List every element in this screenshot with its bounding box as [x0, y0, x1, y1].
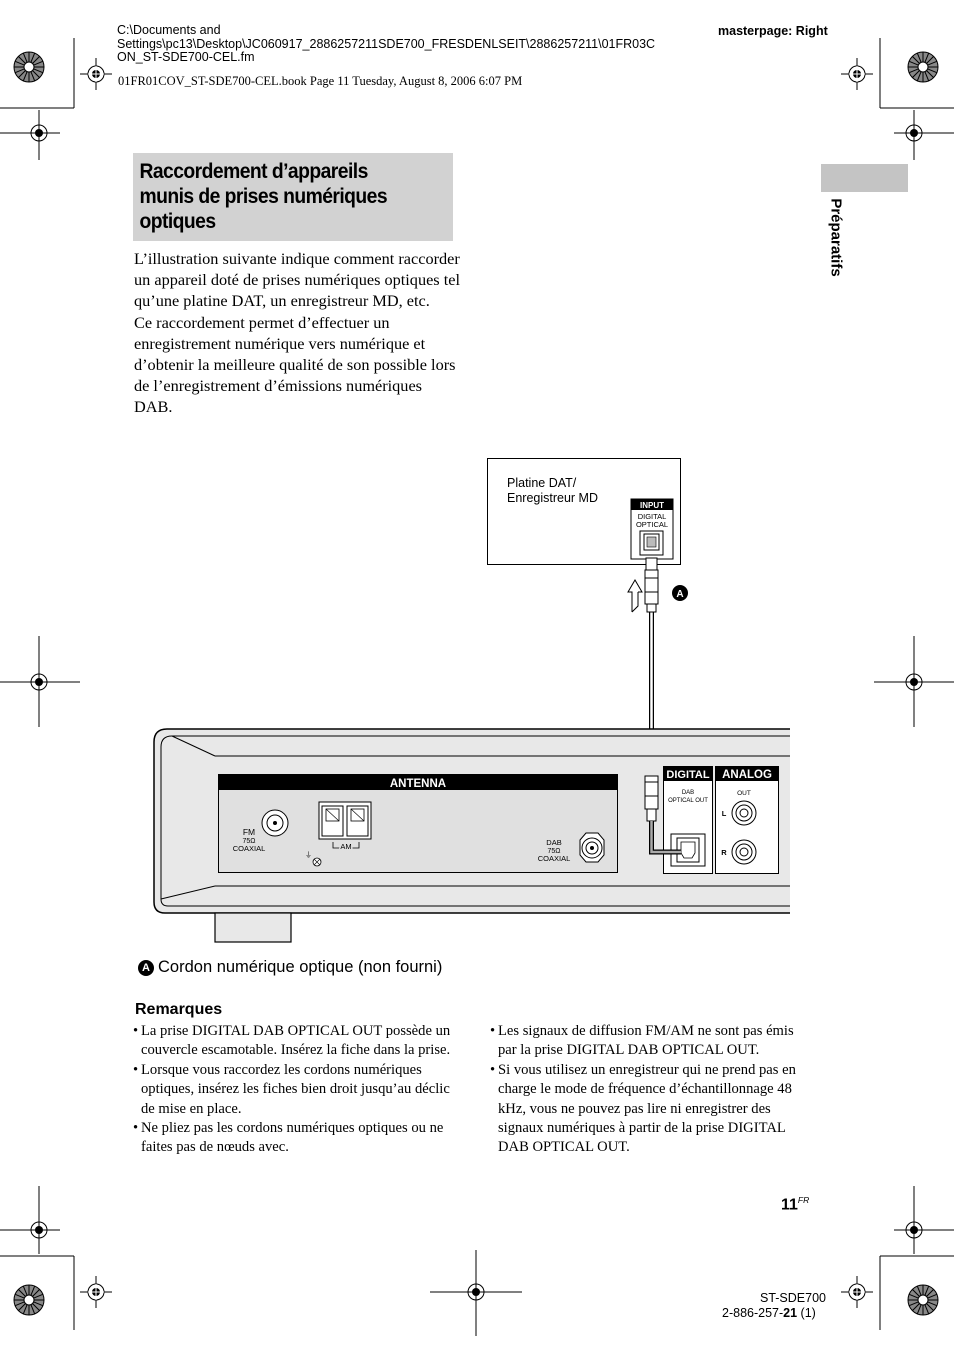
digital-label: DIGITAL [666, 769, 709, 781]
file-path: C:\Documents and Settings\pc13\Desktop\J… [117, 23, 677, 65]
file-path-line-1: C:\Documents and [117, 23, 221, 37]
analog-label: ANALOG [722, 769, 772, 781]
am-label: AM [340, 842, 351, 851]
masterpage-label: masterpage: Right [718, 24, 828, 38]
section-title-line-2: munis de prises numériques [139, 185, 388, 208]
recorder-label-line-2: Enregistreur MD [507, 491, 598, 505]
fm-ohm-label: 75Ω [242, 838, 255, 845]
document-code: 2-886-257-21 (1) [722, 1306, 816, 1320]
page-number: 11FR [781, 1195, 809, 1214]
page-number-value: 11 [781, 1196, 798, 1214]
legend-badge: A [138, 959, 154, 976]
file-path-line-3: ON_ST-SDE700-CEL.fm [117, 50, 255, 64]
recorder-label: Platine DAT/ Enregistreur MD [507, 476, 598, 506]
antenna-label: ANTENNA [390, 778, 446, 790]
remarks-left-column: La prise DIGITAL DAB OPTICAL OUT possède… [133, 1022, 455, 1158]
code-prefix: 2-886-257- [722, 1306, 784, 1320]
callout-a-badge [672, 585, 688, 601]
code-bold: 21 [783, 1306, 798, 1320]
ground-symbol: ⏚ [305, 851, 312, 859]
dab-optical-label-2: OPTICAL OUT [668, 798, 708, 804]
dab-ohm-label: 75Ω [547, 848, 560, 855]
chapter-tab [821, 164, 908, 192]
input-label: INPUT [640, 501, 664, 510]
intro-paragraph-1: L’illustration suivante indique comment … [134, 249, 460, 311]
recorder-optical-label: OPTICAL [636, 520, 668, 529]
cord-legend: A Cordon numérique optique (non fourni) [138, 958, 442, 977]
remark-item: La prise DIGITAL DAB OPTICAL OUT possède… [133, 1022, 455, 1061]
recorder-digital-label: DIGITAL [638, 512, 667, 521]
section-title-box: Raccordement d’appareils munis de prises… [133, 153, 453, 241]
remark-item: Si vous utilisez un enregistreur qui ne … [490, 1061, 812, 1158]
section-title-line-3: optiques [139, 210, 216, 233]
page-suffix: FR [797, 1195, 810, 1205]
section-title: Raccordement d’appareils munis de prises… [133, 153, 452, 234]
remark-item: Ne pliez pas les cordons numériques opti… [133, 1119, 455, 1158]
fm-label: FM [243, 827, 255, 837]
dab-optical-label-1: DAB [682, 790, 694, 796]
out-label: OUT [737, 790, 751, 797]
insert-arrow [627, 579, 643, 612]
book-info-line: 01FR01COV_ST-SDE700-CEL.book Page 11 Tue… [118, 74, 523, 88]
remarks-heading: Remarques [135, 1001, 223, 1018]
dab-label: DAB [546, 838, 561, 847]
fm-coaxial-label: COAXIAL [233, 844, 266, 853]
top-plug [645, 557, 658, 571]
file-path-line-2: Settings\pc13\Desktop\JC060917_288625721… [117, 36, 656, 51]
legend-text: Cordon numérique optique (non fourni) [158, 958, 443, 976]
remarks-right-column: Les signaux de diffusion FM/AM ne sont p… [490, 1022, 812, 1158]
bottom-plug [644, 775, 659, 810]
dab-coaxial-label: COAXIAL [538, 854, 571, 863]
intro-paragraph-2: Ce raccordement permet d’effectuer un en… [134, 312, 456, 417]
left-channel-label: L [722, 809, 727, 818]
intro-text: L’illustration suivante indique comment … [134, 248, 464, 418]
recorder-label-line-1: Platine DAT/ [507, 476, 577, 490]
code-suffix: (1) [797, 1306, 816, 1320]
right-channel-label: R [721, 848, 727, 857]
unit-foot [214, 912, 292, 943]
remark-item: Lorsque vous raccordez les cordons numér… [133, 1061, 455, 1119]
section-title-line-1: Raccordement d’appareils [139, 160, 368, 183]
remark-item: Les signaux de diffusion FM/AM ne sont p… [490, 1022, 812, 1061]
model-number: ST-SDE700 [759, 1291, 826, 1305]
callout-a-label: A [676, 589, 683, 600]
